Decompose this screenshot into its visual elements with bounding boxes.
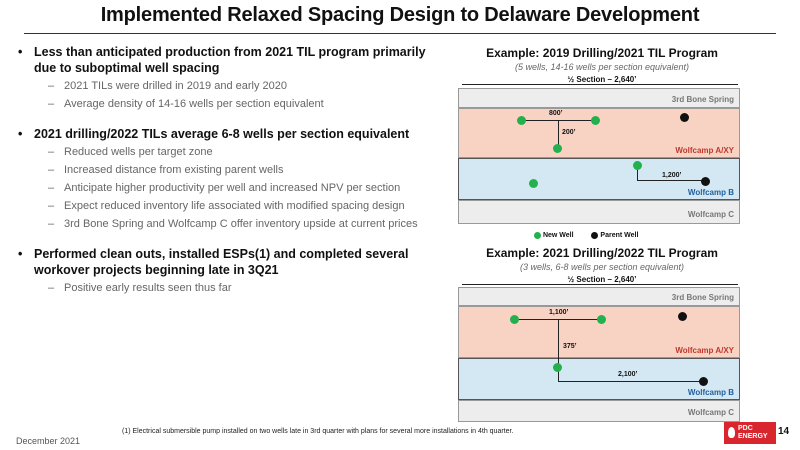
diagram-2-zone-wolfcamp-b: Wolfcamp B — [458, 358, 740, 400]
new-well-marker — [591, 116, 600, 125]
spacing-label: 200’ — [562, 129, 576, 136]
parent-well-marker — [678, 312, 687, 321]
diagram-1-title: Example: 2019 Drilling/2021 TIL Program — [486, 46, 718, 60]
new-well-marker — [553, 144, 562, 153]
bullet-1: Less than anticipated production from 20… — [16, 44, 436, 76]
diagram-2-subtitle: (3 wells, 6-8 wells per section equivale… — [519, 262, 685, 272]
parent-well-marker — [680, 113, 689, 122]
zone-label: Wolfcamp B — [687, 388, 734, 397]
diagram-1-zone-wolfcamp-c: Wolfcamp C — [458, 200, 740, 224]
spacing-line — [558, 120, 559, 148]
spacing-label: 1,100’ — [549, 309, 569, 316]
sub-bullet: Average density of 14-16 wells per secti… — [16, 97, 436, 112]
spacing-label: 375’ — [563, 343, 577, 350]
diagram-2-scale-line — [462, 284, 738, 285]
spacing-line — [522, 120, 596, 121]
spacing-line — [637, 180, 705, 181]
new-well-marker — [510, 315, 519, 324]
sub-bullet: Expect reduced inventory life associated… — [16, 199, 436, 214]
new-well-marker — [597, 315, 606, 324]
zone-label: Wolfcamp A/XY — [675, 146, 734, 155]
diagram-2-zone-wolfcamp-c: Wolfcamp C — [458, 400, 740, 422]
company-logo: PDC ENERGY — [724, 422, 776, 444]
spacing-label: 800’ — [549, 110, 563, 117]
bullet-3: Performed clean outs, installed ESPs(1) … — [16, 246, 436, 278]
legend-parent-well: Parent Well — [600, 232, 639, 239]
zone-label: Wolfcamp A/XY — [675, 346, 734, 355]
logo-text-line-2: ENERGY — [738, 433, 768, 440]
bullet-list: Less than anticipated production from 20… — [16, 44, 436, 296]
title-divider — [24, 33, 776, 34]
parent-well-marker — [699, 377, 708, 386]
logo-text-line-1: PDC — [738, 425, 753, 432]
page-title: Implemented Relaxed Spacing Design to De… — [100, 4, 700, 26]
diagram-1-zone-wolfcamp-b: Wolfcamp B — [458, 158, 740, 200]
sub-bullet: 3rd Bone Spring and Wolfcamp C offer inv… — [16, 217, 436, 232]
sub-bullet: Anticipate higher productivity per well … — [16, 181, 436, 196]
zone-label: Wolfcamp C — [687, 210, 734, 219]
parent-well-legend-icon — [591, 232, 599, 239]
sub-bullet: Reduced wells per target zone — [16, 145, 436, 160]
zone-label: Wolfcamp B — [687, 188, 734, 197]
diagram-1-zone-bone-spring: 3rd Bone Spring — [458, 88, 740, 108]
page-number: 14 — [778, 426, 790, 437]
new-well-marker — [529, 179, 538, 188]
diagram-1-subtitle: (5 wells, 14-16 wells per section equiva… — [514, 62, 690, 72]
spacing-line — [637, 166, 638, 180]
spacing-line — [558, 381, 704, 382]
sub-bullet: Increased distance from existing parent … — [16, 163, 436, 178]
new-well-legend-icon — [534, 232, 541, 239]
diagram-1-zone-wolfcamp-a: Wolfcamp A/XY — [458, 108, 740, 158]
new-well-marker — [553, 363, 562, 372]
flame-icon — [728, 427, 735, 438]
footnote: (1) Electrical submersible pump installe… — [122, 428, 514, 435]
legend-new-well: New Well — [542, 232, 574, 239]
date-label: December 2021 — [16, 436, 81, 446]
zone-label: 3rd Bone Spring — [671, 95, 734, 104]
zone-label: Wolfcamp C — [687, 408, 734, 417]
diagram-2-zone-bone-spring: 3rd Bone Spring — [458, 287, 740, 306]
spacing-label: 1,200’ — [662, 172, 682, 179]
diagram-2-title: Example: 2021 Drilling/2022 TIL Program — [486, 246, 718, 260]
diagram-1-half-section: ½ Section – 2,640’ — [567, 75, 637, 84]
parent-well-marker — [701, 177, 710, 186]
well-legend: New Well Parent Well — [534, 232, 638, 239]
diagram-1-scale-line — [462, 84, 738, 85]
spacing-line — [558, 319, 559, 381]
new-well-marker — [517, 116, 526, 125]
spacing-label: 2,100’ — [618, 371, 638, 378]
diagram-2-zone-wolfcamp-a: Wolfcamp A/XY — [458, 306, 740, 358]
sub-bullet: 2021 TILs were drilled in 2019 and early… — [16, 79, 436, 94]
diagram-2-half-section: ½ Section – 2,640’ — [567, 275, 637, 284]
zone-label: 3rd Bone Spring — [671, 293, 734, 302]
bullet-2: 2021 drilling/2022 TILs average 6-8 well… — [16, 126, 436, 142]
sub-bullet: Positive early results seen thus far — [16, 281, 436, 296]
new-well-marker — [633, 161, 642, 170]
